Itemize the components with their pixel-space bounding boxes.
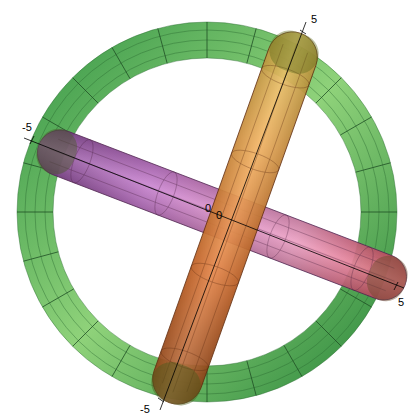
- ring-mesh-line: [112, 345, 130, 376]
- ring-mesh-line: [207, 22, 208, 58]
- ring-mesh-line: [73, 321, 98, 346]
- axis-origin-label: 0: [216, 210, 222, 221]
- ring-mesh-line: [356, 163, 391, 172]
- axis-tick-label: -5: [22, 122, 32, 133]
- ring-mesh-line: [158, 28, 167, 63]
- axis-tick-label: 5: [398, 297, 404, 308]
- ring-mesh-line: [17, 212, 53, 213]
- ring-mesh-line: [73, 78, 98, 103]
- ring-mesh-line: [361, 212, 397, 213]
- axis-origin-label: 0: [205, 203, 211, 214]
- ring-mesh-line: [247, 361, 256, 396]
- ring-mesh-line: [284, 345, 302, 376]
- ring-mesh-line: [247, 28, 256, 63]
- ring-mesh-line: [42, 289, 73, 307]
- ring-mesh-line: [316, 321, 341, 346]
- axis-tick-label: -5: [140, 404, 150, 415]
- ring-mesh-line: [316, 78, 341, 103]
- axis-tick-label: 5: [311, 14, 317, 25]
- ring-mesh-line: [112, 47, 130, 78]
- ring-mesh-line: [23, 252, 58, 261]
- ring-mesh-line: [340, 117, 371, 135]
